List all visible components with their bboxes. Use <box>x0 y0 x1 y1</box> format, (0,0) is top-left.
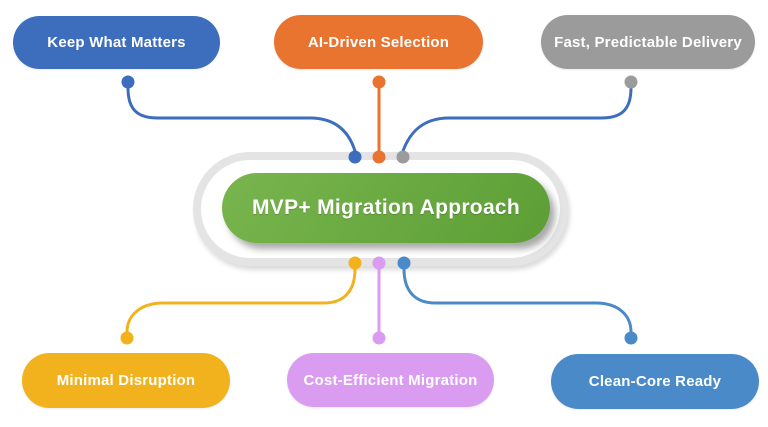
node-label-minimal-disruption: Minimal Disruption <box>56 372 196 389</box>
node-pill-minimal-disruption: Minimal Disruption <box>22 353 230 408</box>
node-label-keep-what-matters: Keep What Matters <box>47 34 186 51</box>
node-label-clean-core-ready: Clean-Core Ready <box>588 373 722 390</box>
connector-line-fast-predictable-delivery <box>401 86 633 153</box>
connector-dot-minimal-pill <box>120 331 134 345</box>
node-label-ai-driven-selection: AI-Driven Selection <box>307 33 450 51</box>
connector-line-keep-what-matters <box>126 86 357 153</box>
node-pill-clean-core-ready: Clean-Core Ready <box>551 354 759 409</box>
connector-dot-clean-pill <box>624 331 638 345</box>
connector-line-minimal-disruption <box>125 267 357 334</box>
node-label-cost-efficient-migration: Cost-Efficient Migration <box>303 371 478 389</box>
connector-dot-ai-pill <box>372 75 386 89</box>
node-pill-cost-efficient-migration: Cost-Efficient Migration <box>287 353 494 407</box>
connector-dot-keep-pill <box>121 75 135 89</box>
connector-dot-fast-pill <box>624 75 638 89</box>
node-pill-fast-predictable-delivery: Fast, Predictable Delivery <box>541 15 755 69</box>
node-pill-ai-driven-selection: AI-Driven Selection <box>274 15 483 69</box>
node-label-fast-predictable-delivery: Fast, Predictable Delivery <box>554 33 742 51</box>
center-label: MVP+ Migration Approach <box>251 196 521 219</box>
center-pill: MVP+ Migration Approach <box>222 173 550 243</box>
connector-dot-cost-pill <box>372 331 386 345</box>
node-pill-keep-what-matters: Keep What Matters <box>13 16 220 69</box>
connector-line-clean-core-ready <box>402 267 633 334</box>
